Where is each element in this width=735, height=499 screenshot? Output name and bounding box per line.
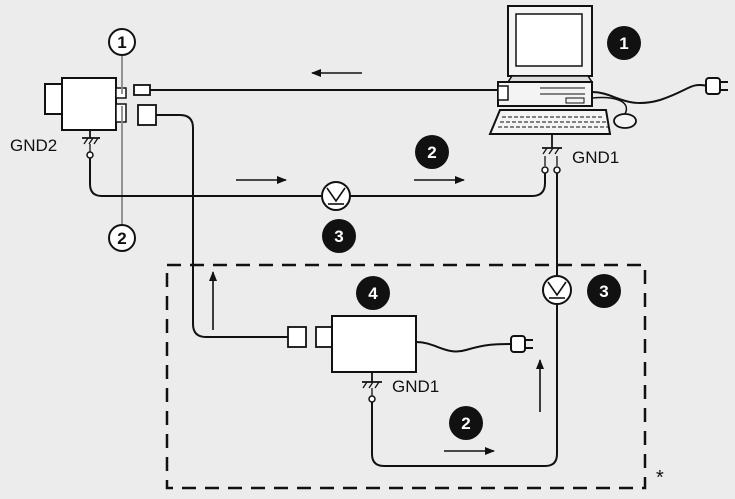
power-plug-icon xyxy=(511,336,533,352)
svg-text:1: 1 xyxy=(619,34,628,53)
camera-signal-connector xyxy=(134,85,150,95)
camera-icon xyxy=(45,78,126,130)
device-power-cord xyxy=(416,342,512,351)
device-cable xyxy=(156,115,288,337)
gnd-loop-top-right xyxy=(350,173,545,196)
svg-text:2: 2 xyxy=(461,414,470,433)
camera-power-connector xyxy=(138,105,156,125)
gnd2-label: GND2 xyxy=(10,136,57,155)
ground-icon xyxy=(362,372,382,402)
ground-icon xyxy=(82,130,100,158)
badge-2-bottom: 2 xyxy=(449,406,483,440)
voltmeter-icon xyxy=(543,276,571,304)
callout-1: 1 xyxy=(109,29,135,55)
footnote-asterisk: * xyxy=(656,467,664,489)
svg-text:2: 2 xyxy=(117,229,126,248)
gnd1-top-label: GND1 xyxy=(572,148,619,167)
svg-text:1: 1 xyxy=(117,33,126,52)
computer-power-cord xyxy=(592,85,708,103)
voltmeter-icon xyxy=(322,182,350,210)
gnd-loop-top xyxy=(90,158,322,196)
power-plug-icon xyxy=(706,78,728,94)
badge-2-top: 2 xyxy=(415,135,449,169)
badge-3-left: 3 xyxy=(322,219,356,253)
badge-4: 4 xyxy=(356,276,390,310)
svg-text:4: 4 xyxy=(368,284,378,303)
gnd1-bottom-label: GND1 xyxy=(392,377,439,396)
computer-icon xyxy=(490,6,610,134)
svg-text:3: 3 xyxy=(334,227,343,246)
device-icon xyxy=(288,316,416,372)
callout-2: 2 xyxy=(109,225,135,251)
ground-icon xyxy=(542,134,562,173)
badge-3-right: 3 xyxy=(587,274,621,308)
svg-text:2: 2 xyxy=(427,143,436,162)
svg-text:3: 3 xyxy=(599,282,608,301)
badge-1: 1 xyxy=(607,26,641,60)
